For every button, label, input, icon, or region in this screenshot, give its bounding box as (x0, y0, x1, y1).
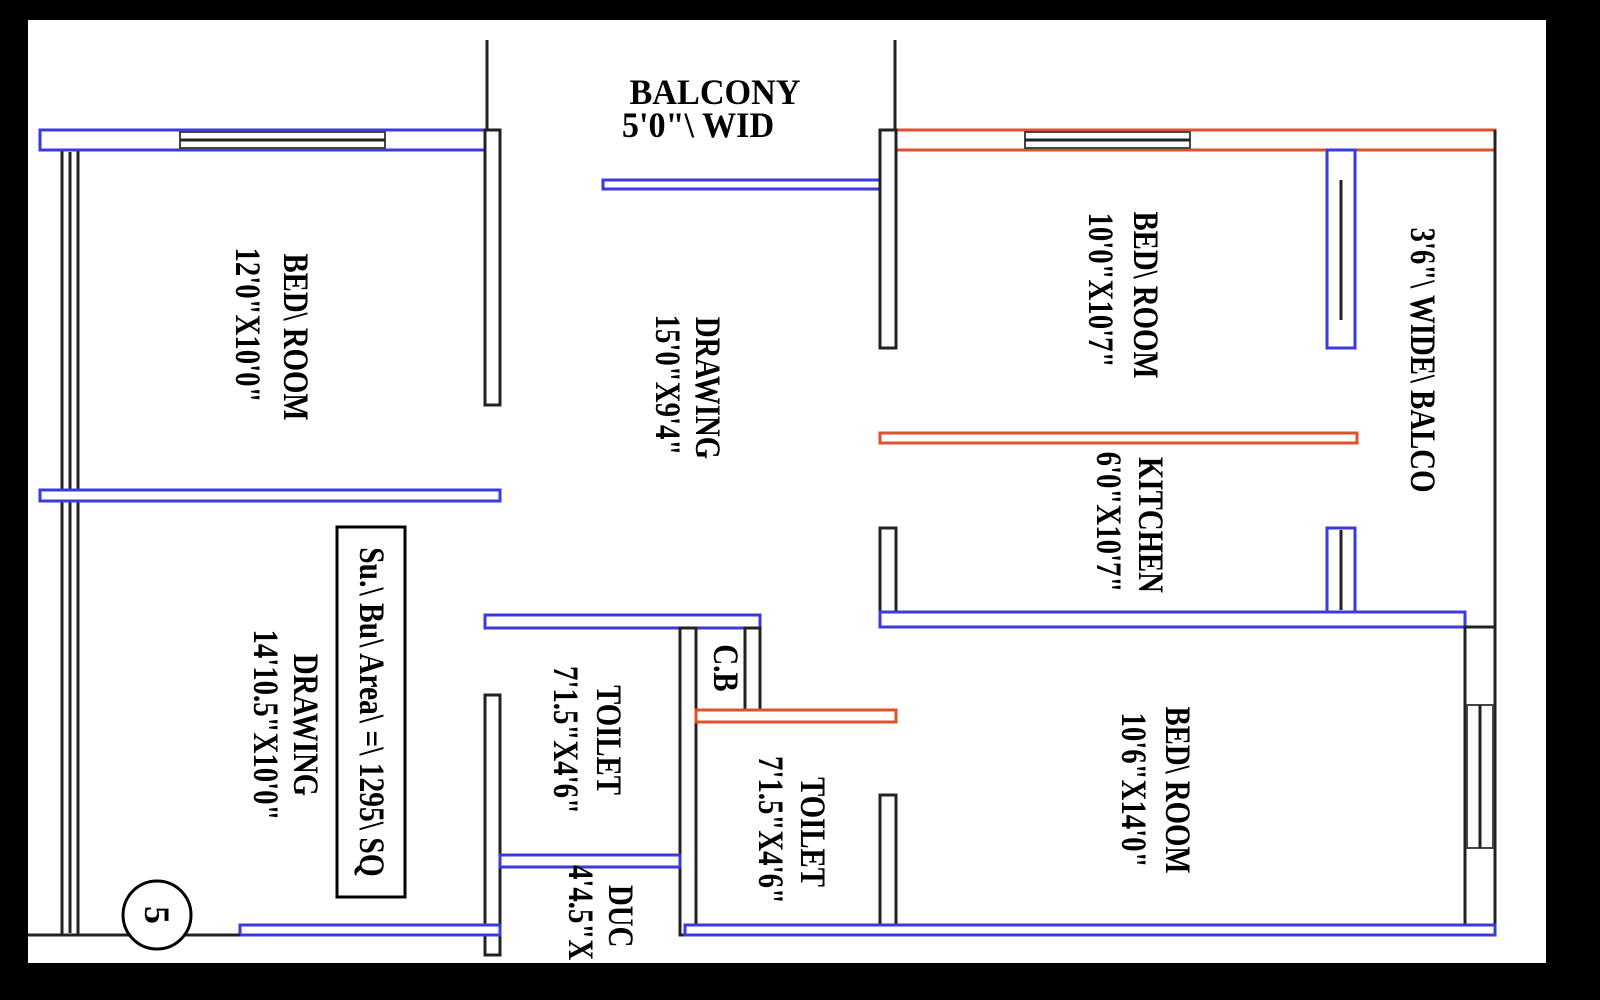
wall (878, 128, 898, 350)
room-size: 12'0"X10'0" (227, 247, 267, 402)
cb-wall (743, 626, 762, 714)
room-size: 14'10.5"X10'0" (245, 629, 285, 820)
room-name: DRAWING (687, 317, 727, 459)
room-size: 5'0"\ WID (622, 105, 774, 145)
room-name: DRAWING (285, 654, 325, 796)
room-size: 7'1.5"X4'6" (545, 666, 585, 814)
bottom-wall (683, 923, 1497, 937)
room-size: 4'4.5"X (560, 865, 600, 961)
room-size: 10'6"X14'0" (1113, 712, 1153, 867)
walls (28, 40, 1497, 957)
room-size: 10'0"X10'7" (1080, 212, 1120, 367)
partition-wall (38, 488, 502, 503)
room-name: BED\ ROOM (275, 253, 315, 420)
room-name: KITCHEN (1130, 457, 1170, 593)
toilet-wall (483, 693, 502, 957)
kitchen-wall (878, 431, 1359, 445)
unit-number-badge: 5 (121, 879, 193, 951)
room-name: TOILET (588, 685, 628, 795)
toilet-wall (678, 626, 698, 937)
bedroom-wall (483, 128, 502, 407)
duct-wall (498, 853, 682, 869)
area-note-box (335, 525, 407, 899)
unit-circle (121, 879, 193, 951)
wall (878, 793, 898, 937)
bottom-border (0, 963, 1600, 1000)
room-size: 7'1.5"X4'6" (750, 756, 790, 904)
wall (878, 526, 898, 627)
room-name: 3'6"\ WIDE\ BALCO (1402, 228, 1442, 493)
room-size: 15'0"X9'4" (647, 315, 687, 456)
room-name: BALCONY (629, 72, 800, 112)
toilet-wall (483, 613, 762, 630)
room-name: DUC (600, 885, 640, 947)
right-border (1546, 0, 1600, 1000)
room-name: BED\ ROOM (1157, 706, 1197, 873)
bottom-wall (238, 923, 502, 937)
balcony-rail (601, 178, 882, 191)
room-name: BED\ ROOM (1125, 211, 1165, 378)
wall (878, 610, 1467, 629)
toilet-wall (694, 708, 898, 724)
area-note: Su.\ Bu\ Area\ =\ 1295\ SQ (351, 547, 390, 876)
room-size: 6'0"X10'7" (1088, 452, 1128, 593)
room-name: TOILET (792, 777, 832, 887)
room-name: C.B (705, 644, 745, 691)
unit-number: 5 (137, 906, 177, 924)
